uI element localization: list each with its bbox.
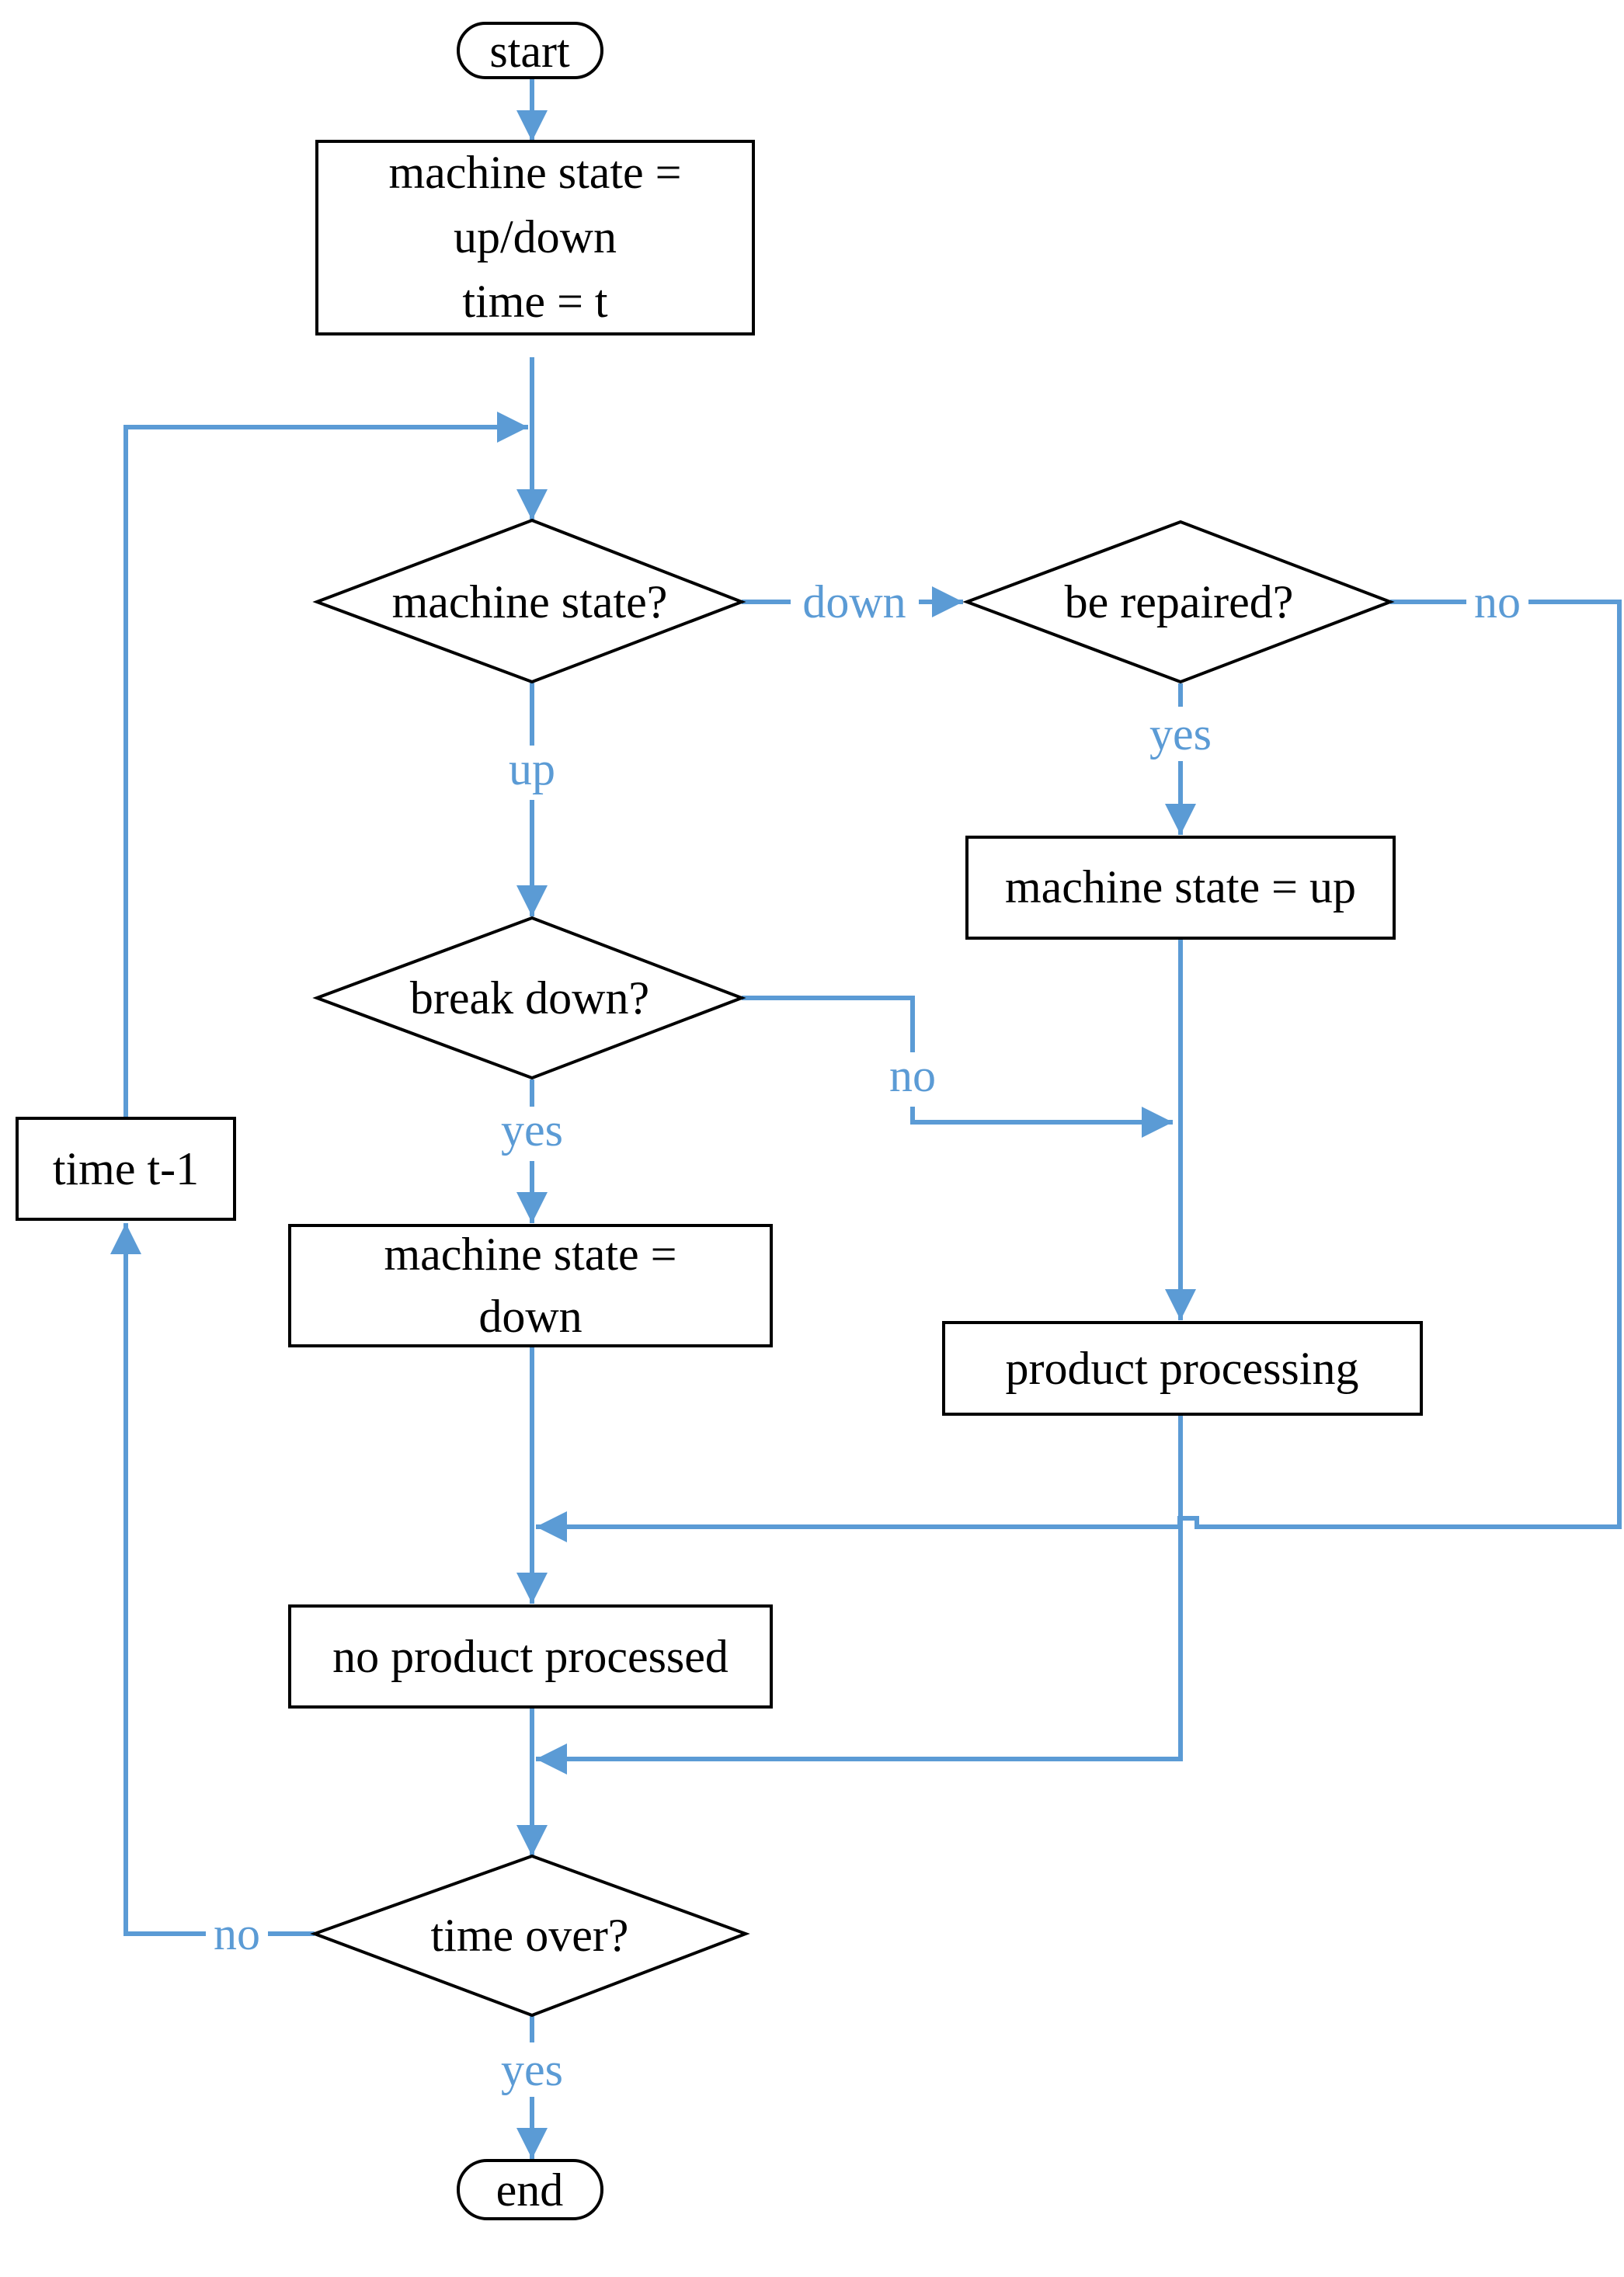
label-timeover-yes: yes (501, 2044, 563, 2095)
edges (110, 78, 1622, 2159)
decision-be-repaired: be repaired? (962, 520, 1395, 684)
label-down: down (802, 576, 906, 627)
start-node: start (457, 22, 603, 79)
edge-labels: down no yes up no yes no yes (206, 575, 1528, 2097)
set-down-line-1: machine state = (384, 1229, 676, 1280)
edge-timeover-no (110, 1223, 315, 1936)
no-product-node: no product processed (288, 1604, 773, 1709)
init-line-3: time = t (462, 276, 607, 327)
init-line-1: machine state = (388, 147, 681, 198)
set-down-line-2: down (478, 1291, 582, 1342)
decision-break-down: break down? (312, 916, 746, 1080)
decision-machine-state-label: machine state? (392, 576, 668, 627)
label-up: up (509, 743, 555, 794)
label-repaired-yes: yes (1149, 708, 1212, 760)
edge-loop-back (123, 412, 528, 1118)
no-product-label: no product processed (332, 1631, 729, 1682)
decision-time-over: time over? (310, 1854, 750, 2018)
decision-machine-state: machine state? (312, 518, 746, 684)
time-decrement-label: time t-1 (53, 1143, 199, 1194)
label-breakdown-yes: yes (501, 1104, 563, 1156)
end-label: end (496, 2164, 564, 2216)
decision-be-repaired-label: be repaired? (1065, 576, 1294, 627)
edge-processing-to-merge (536, 1413, 1183, 1775)
init-node: machine state = up/down time = t (315, 140, 755, 335)
decision-break-down-label: break down? (410, 972, 649, 1024)
end-node: end (457, 2159, 603, 2220)
set-up-label: machine state = up (1005, 861, 1356, 913)
start-label: start (489, 26, 570, 77)
init-line-2: up/down (454, 211, 617, 262)
product-processing-label: product processing (1006, 1343, 1359, 1394)
set-up-node: machine state = up (965, 836, 1396, 940)
label-timeover-no: no (214, 1908, 260, 1959)
decision-time-over-label: time over? (431, 1910, 629, 1961)
label-repaired-no: no (1474, 576, 1521, 627)
set-down-node: machine state = down (288, 1224, 773, 1347)
product-processing-node: product processing (942, 1321, 1423, 1416)
nodes: start machine state = up/down time = t m… (16, 22, 1423, 2220)
edge-breakdown-no (742, 996, 1173, 1138)
time-decrement-node: time t-1 (16, 1117, 236, 1221)
label-breakdown-no: no (889, 1050, 936, 1101)
